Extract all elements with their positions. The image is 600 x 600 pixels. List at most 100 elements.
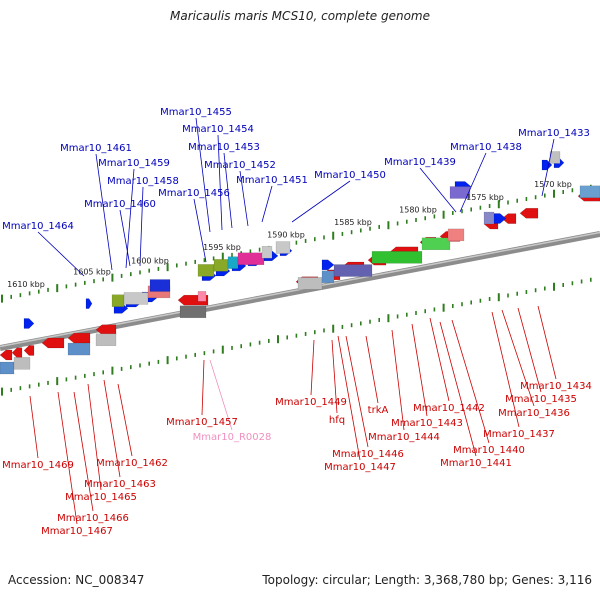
gene-arrow[interactable] — [11, 347, 23, 358]
bottom-gene-label[interactable]: Mmar10_R0028 — [193, 432, 272, 443]
gene-block[interactable] — [297, 277, 323, 290]
bottom-gene-label[interactable]: Mmar10_1463 — [84, 479, 156, 490]
top-leader-line — [291, 180, 351, 223]
gene-block[interactable] — [197, 264, 215, 277]
backbone-line — [0, 231, 600, 351]
gene-block[interactable] — [95, 333, 117, 347]
top-gene-label[interactable]: Mmar10_1459 — [98, 158, 170, 169]
gene-block[interactable] — [227, 256, 239, 269]
bottom-gene-label[interactable]: Mmar10_1447 — [324, 462, 396, 473]
ruler-label: 1605 kbp — [73, 268, 111, 277]
gene-arrow[interactable] — [41, 337, 65, 349]
top-gene-label[interactable]: Mmar10_1458 — [107, 176, 179, 187]
gene-block[interactable] — [421, 237, 451, 251]
top-leader-line — [139, 186, 144, 267]
bottom-leader-line — [537, 305, 557, 380]
top-leader-line — [195, 117, 211, 233]
top-gene-label[interactable]: Mmar10_1456 — [158, 188, 230, 199]
bottom-gene-label[interactable]: Mmar10_1466 — [57, 513, 129, 524]
top-gene-label[interactable]: Mmar10_1453 — [188, 142, 260, 153]
bottom-leader-line — [87, 383, 102, 491]
gene-block[interactable] — [213, 259, 229, 272]
gene-block[interactable] — [321, 270, 335, 284]
gene-block[interactable] — [111, 294, 125, 307]
bottom-gene-label[interactable]: hfq — [329, 415, 345, 426]
bottom-leader-line — [103, 379, 121, 478]
top-leader-line — [37, 231, 85, 277]
bottom-gene-label[interactable]: Mmar10_1440 — [453, 445, 525, 456]
gene-block[interactable] — [67, 342, 91, 356]
gene-block[interactable] — [371, 251, 423, 264]
gene-block[interactable] — [449, 186, 471, 199]
gene-arrow[interactable] — [197, 291, 207, 302]
ruler-label: 1585 kbp — [334, 218, 372, 227]
gene-block[interactable] — [261, 245, 273, 259]
gene-block[interactable] — [549, 151, 561, 164]
gene-arrow[interactable] — [519, 207, 539, 219]
bottom-gene-label[interactable]: Mmar10_1469 — [2, 460, 74, 471]
ruler-label: 1600 kbp — [131, 257, 169, 266]
gene-arrow[interactable] — [23, 318, 35, 329]
top-leader-line — [217, 134, 223, 231]
gene-block[interactable] — [447, 228, 465, 242]
ruler-label: 1570 kbp — [534, 180, 572, 189]
bottom-gene-label[interactable]: Mmar10_1462 — [96, 458, 168, 469]
gene-block[interactable] — [237, 252, 265, 266]
gene-block[interactable] — [13, 357, 31, 370]
bottom-gene-label[interactable]: Mmar10_1443 — [391, 418, 463, 429]
gene-arrow[interactable] — [85, 298, 93, 309]
top-gene-label[interactable]: Mmar10_1451 — [236, 175, 308, 186]
ruler-label: 1580 kbp — [399, 206, 437, 215]
bottom-gene-label[interactable]: Mmar10_1441 — [440, 458, 512, 469]
top-leader-line — [119, 209, 131, 267]
top-gene-label[interactable]: Mmar10_1439 — [384, 157, 456, 168]
gene-block[interactable] — [579, 185, 600, 199]
bottom-leader-line — [29, 395, 39, 459]
top-gene-label[interactable]: Mmar10_1452 — [204, 160, 276, 171]
bottom-gene-label[interactable]: Mmar10_1467 — [41, 526, 113, 537]
bottom-gene-label[interactable]: Mmar10_1434 — [520, 381, 592, 392]
bottom-gene-label[interactable]: Mmar10_1465 — [65, 492, 137, 503]
gene-arrow[interactable] — [0, 349, 13, 361]
top-gene-label[interactable]: Mmar10_1433 — [518, 128, 590, 139]
top-gene-label[interactable]: Mmar10_1461 — [60, 143, 132, 154]
bottom-leader-line — [517, 307, 542, 393]
gene-block[interactable] — [333, 264, 373, 277]
bottom-gene-label[interactable]: Mmar10_1442 — [413, 403, 485, 414]
top-gene-label[interactable]: Mmar10_1450 — [314, 170, 386, 181]
gene-block[interactable] — [275, 241, 291, 254]
bottom-gene-label[interactable]: Mmar10_1436 — [498, 408, 570, 419]
tick-tracks — [1, 184, 592, 396]
top-gene-label[interactable]: Mmar10_1454 — [182, 124, 254, 135]
bottom-leader-line — [491, 311, 520, 428]
top-gene-label[interactable]: Mmar10_1455 — [160, 107, 232, 118]
bottom-leader-line — [310, 339, 315, 396]
bottom-gene-label[interactable]: Mmar10_1444 — [368, 432, 440, 443]
gene-block[interactable] — [483, 211, 495, 225]
bottom-gene-label[interactable]: Mmar10_1449 — [275, 397, 347, 408]
top-leader-line — [223, 152, 233, 229]
top-gene-label[interactable]: Mmar10_1438 — [450, 142, 522, 153]
bottom-leader-line — [365, 335, 379, 404]
gene-arrow[interactable] — [23, 345, 35, 356]
bottom-gene-label[interactable]: Mmar10_1457 — [166, 417, 238, 428]
gene-block[interactable] — [149, 279, 171, 292]
top-gene-label[interactable]: Mmar10_1460 — [84, 199, 156, 210]
bottom-leader-line — [451, 319, 490, 444]
bottom-gene-label[interactable]: Mmar10_1435 — [505, 394, 577, 405]
bottom-gene-label[interactable]: trkA — [368, 405, 389, 416]
bottom-gene-label[interactable]: Mmar10_1437 — [483, 429, 555, 440]
bottom-leader-line — [337, 335, 361, 461]
gene-arrow[interactable] — [321, 259, 335, 271]
bottom-gene-label[interactable]: Mmar10_1446 — [332, 449, 404, 460]
gene-arrow[interactable] — [541, 159, 553, 171]
top-gene-label[interactable]: Mmar10_1464 — [2, 221, 74, 232]
top-leader-line — [261, 185, 273, 223]
gene-block[interactable] — [179, 305, 207, 319]
gene-block[interactable] — [0, 361, 15, 375]
gene-block[interactable] — [123, 292, 149, 305]
ruler-label: 1575 kbp — [466, 193, 504, 202]
